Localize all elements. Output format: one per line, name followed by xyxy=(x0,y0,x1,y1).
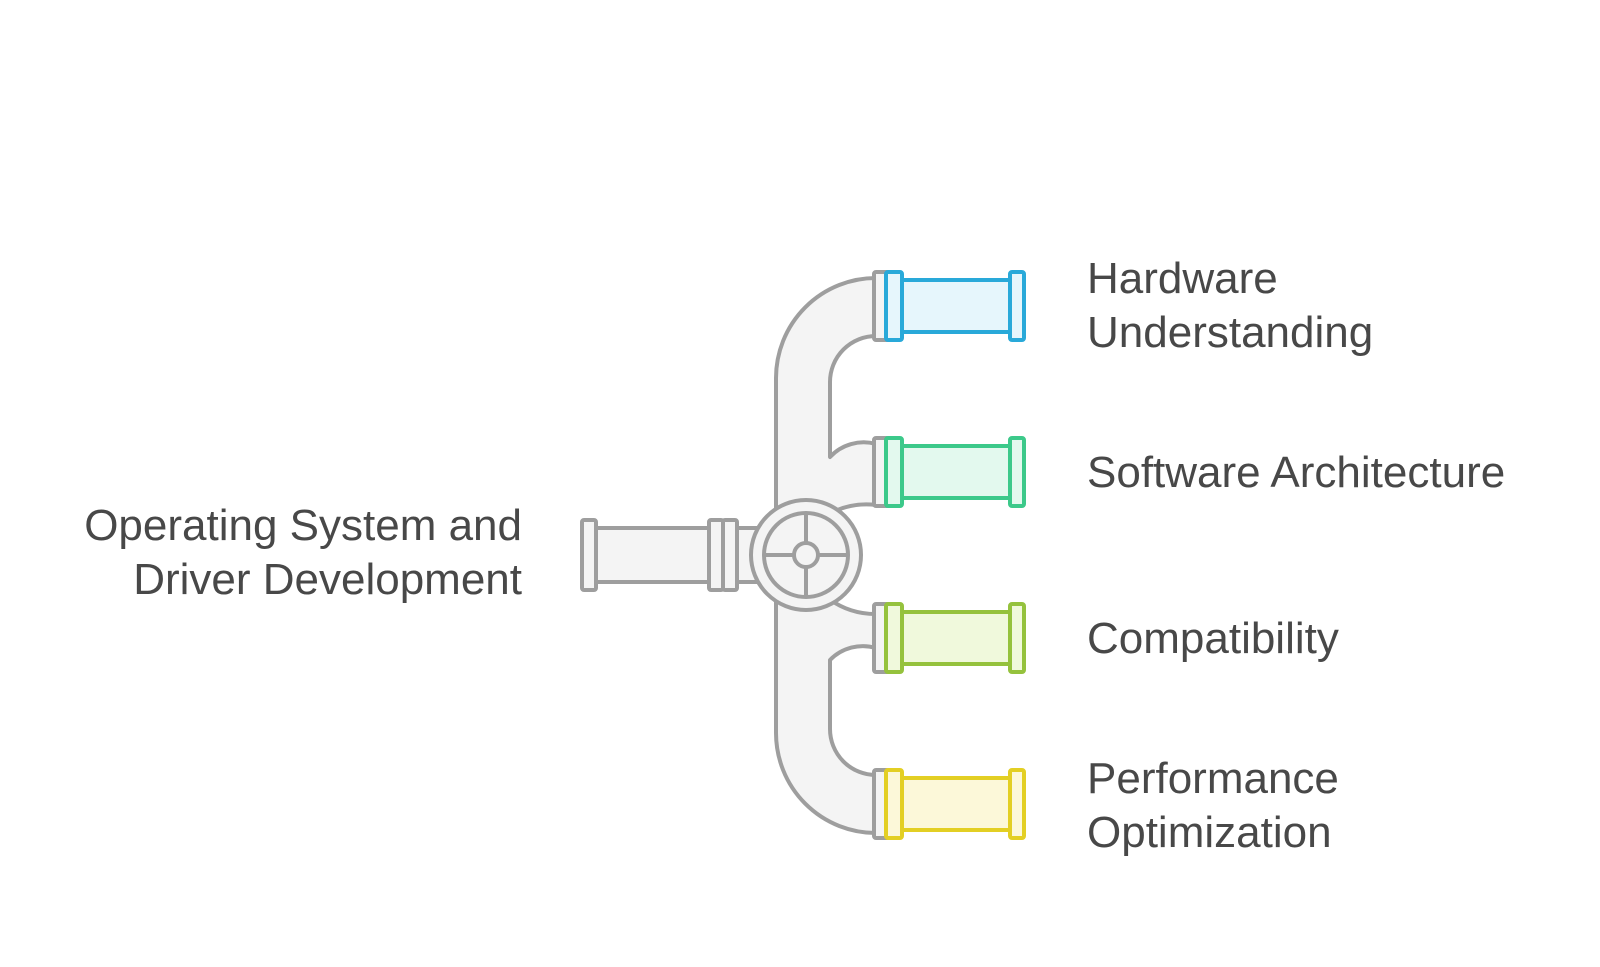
branch-label-line1: Compatibility xyxy=(1087,614,1339,663)
source-label: Operating System and Driver Development xyxy=(30,499,522,607)
source-label-line1: Operating System and xyxy=(84,501,522,550)
branch-label-line1: Hardware xyxy=(1087,254,1278,303)
branch-pipe-performance xyxy=(872,768,1026,840)
manifold-pipe xyxy=(774,276,878,835)
branch-label-software: Software Architecture xyxy=(1087,446,1505,500)
branch-label-line2: Understanding xyxy=(1087,308,1374,357)
input-pipe xyxy=(580,518,759,592)
branch-label-hardware: Hardware Understanding xyxy=(1087,252,1373,360)
source-label-line2: Driver Development xyxy=(133,555,522,604)
branch-pipe-software xyxy=(872,436,1026,508)
branch-label-line1: Software Architecture xyxy=(1087,448,1506,497)
branch-pipe-compatibility xyxy=(872,602,1026,674)
branch-label-compatibility: Compatibility xyxy=(1087,612,1339,666)
branch-label-performance: Performance Optimization xyxy=(1087,752,1339,860)
valve-wheel-icon xyxy=(749,498,863,612)
branch-label-line2: Optimization xyxy=(1087,808,1332,857)
branch-pipe-hardware xyxy=(872,270,1026,342)
branch-label-line1: Performance xyxy=(1087,754,1339,803)
